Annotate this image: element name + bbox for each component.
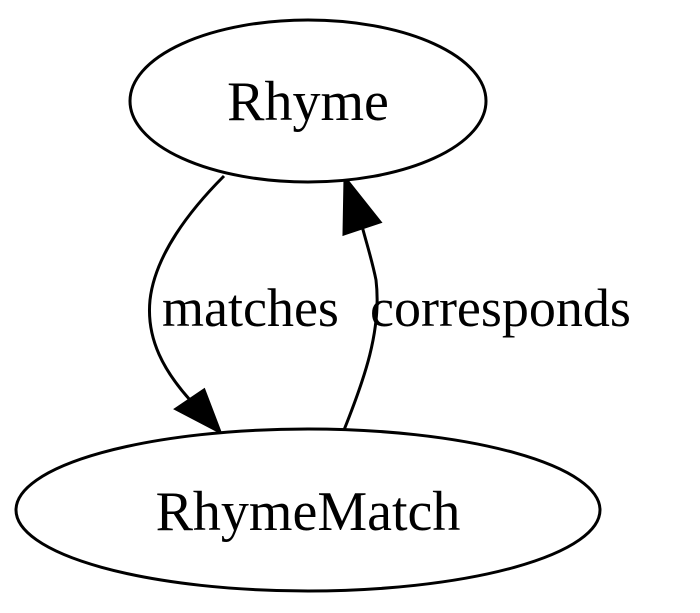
node-rhyme: Rhyme xyxy=(128,18,488,184)
edge-label-corresponds: corresponds xyxy=(370,278,631,338)
edge-matches-arrowhead xyxy=(173,387,223,436)
node-rhymematch: RhymeMatch xyxy=(14,427,602,593)
edge-corresponds-arrowhead xyxy=(342,173,383,237)
node-rhymematch-shape xyxy=(14,427,602,593)
edge-matches xyxy=(147,174,226,436)
node-rhymematch-label: RhymeMatch xyxy=(156,481,461,543)
node-rhyme-label: Rhyme xyxy=(227,71,389,133)
edge-corresponds xyxy=(342,173,383,431)
node-rhyme-shape xyxy=(128,18,488,184)
edge-corresponds-line xyxy=(342,225,379,431)
edge-label-matches: matches xyxy=(162,278,339,338)
edge-matches-line xyxy=(147,174,226,401)
